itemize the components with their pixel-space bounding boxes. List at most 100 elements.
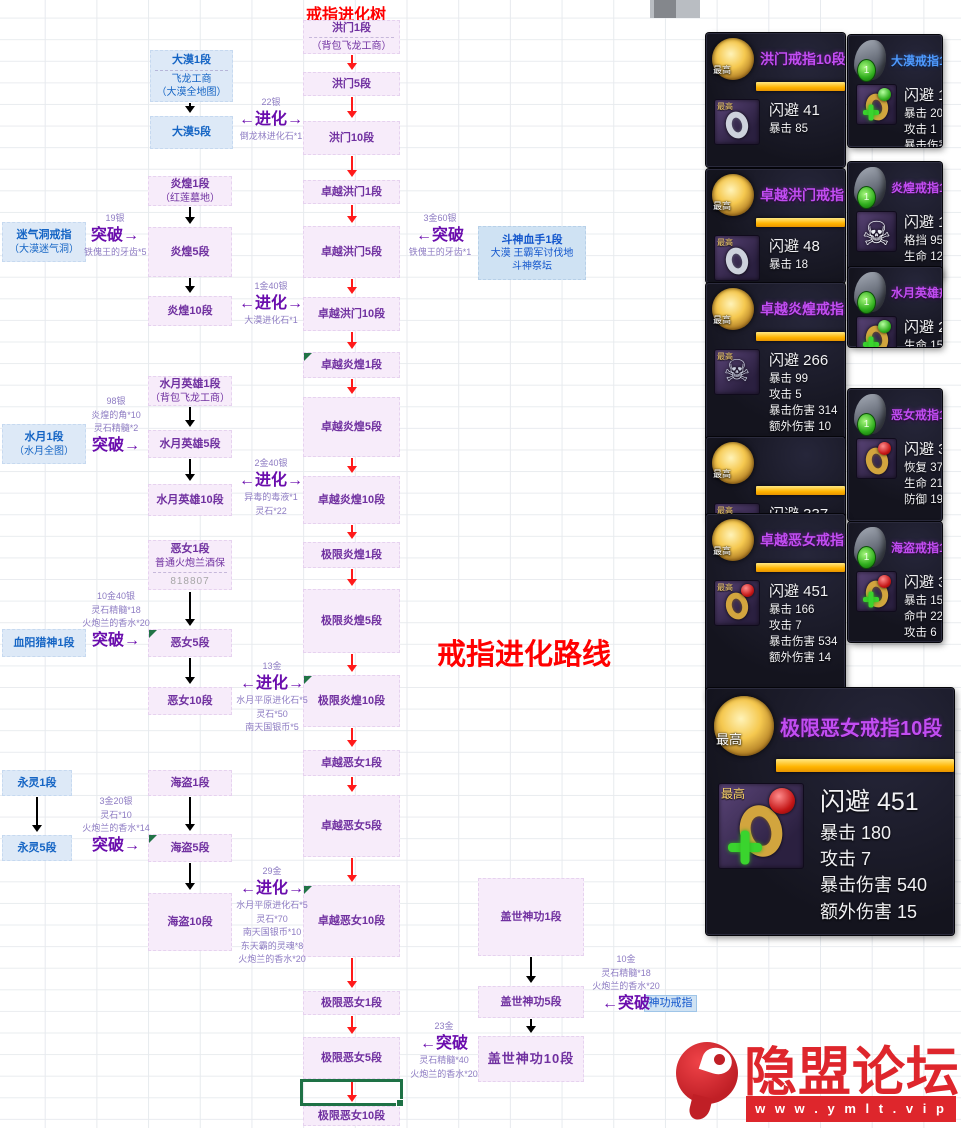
- tooltip-title: 卓越恶女戒指10段: [760, 532, 845, 548]
- quality-bar: [756, 486, 845, 495]
- flow-box-13[interactable]: 水月英雄10段: [148, 484, 232, 516]
- flow-arrow: [346, 728, 358, 748]
- flow-box-29[interactable]: 极限炎煌1段: [303, 542, 400, 568]
- item-tooltip-海盗戒指1段: 1 海盗戒指1段闪避 343暴击 151命中 226攻击 6: [848, 522, 942, 642]
- flow-box-28[interactable]: 卓越炎煌10段: [303, 476, 400, 524]
- flow-box-24[interactable]: 卓越洪门5段: [303, 226, 400, 278]
- silver-ring-icon: 最高: [714, 99, 760, 145]
- flow-arrow: [346, 379, 358, 395]
- flow-box-11[interactable]: 水月英雄1段（背包飞龙工商）: [148, 376, 232, 406]
- flow-arrow: [525, 957, 537, 984]
- flow-box-7[interactable]: 斗神血手1段大漠 王霸军讨伐地斗神祭坛: [478, 226, 586, 280]
- flow-box-2[interactable]: 迷气洞戒指（大漠迷气洞）: [2, 222, 86, 262]
- flow-box-23[interactable]: 卓越洪门1段: [303, 180, 400, 204]
- quality-bar: [776, 759, 954, 772]
- flow-box-18[interactable]: 海盗5段: [148, 834, 232, 862]
- flow-box-6[interactable]: 永灵5段: [2, 835, 72, 861]
- flow-arrow: [31, 797, 43, 833]
- flow-arrow: [346, 332, 358, 350]
- flow-arrow: [346, 525, 358, 540]
- flow-box-38[interactable]: 盖世神功1段: [478, 878, 584, 956]
- flow-box-30[interactable]: 极限炎煌5段: [303, 589, 400, 653]
- flow-arrow: [184, 407, 196, 428]
- tooltip-title: 炎煌戒指1段: [891, 180, 942, 195]
- flow-arrow: [346, 97, 358, 119]
- flow-box-0[interactable]: 大漠1段飞龙工商（大漠全地图）: [150, 50, 233, 102]
- flow-arrow: [184, 459, 196, 482]
- stat-list: 闪避 213生命 157防御 177: [904, 319, 942, 347]
- flow-arrow: [184, 278, 196, 294]
- gold-medallion-icon: 最高: [712, 38, 754, 80]
- flow-box-1[interactable]: 大漠5段: [150, 116, 233, 149]
- tooltip-title: 洪门戒指10段: [760, 51, 845, 67]
- gold-medallion-icon: 最高: [714, 696, 774, 756]
- flow-box-34[interactable]: 卓越恶女10段: [303, 885, 400, 957]
- flow-box-20[interactable]: 洪门1段（背包飞龙工商）: [303, 20, 400, 54]
- flow-box-36[interactable]: 极限恶女5段: [303, 1037, 400, 1079]
- flow-box-27[interactable]: 卓越炎煌5段: [303, 397, 400, 457]
- transition-label-3: 3金60银←突破铁傀王的牙齿*1: [408, 213, 472, 258]
- flow-box-4[interactable]: 血阳猎神1段: [2, 629, 86, 657]
- flow-box-19[interactable]: 海盗10段: [148, 893, 232, 951]
- stat-list: 闪避 343暴击 151命中 226攻击 6: [904, 574, 942, 640]
- flow-box-15[interactable]: 恶女5段: [148, 629, 232, 657]
- flow-arrow: [346, 654, 358, 673]
- active-cell-selection: [300, 1079, 404, 1107]
- flow-box-10[interactable]: 炎煌10段: [148, 296, 232, 326]
- flow-box-16[interactable]: 恶女10段: [148, 687, 232, 715]
- silver-skull-ring-icon: 最高☠: [714, 349, 760, 395]
- quality-bar: [756, 563, 845, 572]
- flow-box-31[interactable]: 极限炎煌10段: [303, 675, 400, 727]
- gold-ring-green-gem-icon: [856, 84, 897, 125]
- gold-medallion-icon: 最高: [712, 288, 754, 330]
- forum-logo-text: 隐盟论坛: [744, 1044, 960, 1102]
- tooltip-title: 卓越洪门戒指10段: [760, 187, 845, 203]
- flow-box-8[interactable]: 炎煌1段（红莲墓地）: [148, 176, 232, 206]
- quality-bar: [756, 82, 845, 91]
- flow-arrow: [346, 55, 358, 71]
- flow-box-26[interactable]: 卓越炎煌1段: [303, 352, 400, 378]
- flow-box-3[interactable]: 水月1段（水月全图）: [2, 424, 86, 464]
- route-title: 戒指进化路线: [437, 639, 612, 671]
- flow-box-25[interactable]: 卓越洪门10段: [303, 297, 400, 331]
- flow-arrow: [184, 658, 196, 685]
- flow-box-9[interactable]: 炎煌5段: [148, 227, 232, 277]
- side-cell-shengong-ring[interactable]: 神功戒指: [644, 995, 697, 1012]
- flow-box-37[interactable]: 极限恶女10段: [303, 1106, 400, 1126]
- tooltip-title: 极限恶女戒指10段: [780, 717, 943, 740]
- flow-arrow: [346, 858, 358, 883]
- dragon-statue-icon: 1: [854, 272, 886, 314]
- flow-arrow: [525, 1019, 537, 1034]
- flow-arrow: [346, 1082, 358, 1103]
- flow-arrow: [184, 207, 196, 225]
- dragon-statue-icon: 1: [854, 527, 886, 569]
- flow-box-35[interactable]: 极限恶女1段: [303, 991, 400, 1015]
- flow-box-39[interactable]: 盖世神功5段: [478, 986, 584, 1018]
- flow-box-32[interactable]: 卓越恶女1段: [303, 750, 400, 776]
- flow-box-17[interactable]: 海盗1段: [148, 770, 232, 796]
- item-tooltip-恶女戒指1段: 1恶女戒指1段闪避 317恢复 376生命 213防御 193: [848, 389, 942, 521]
- flow-box-5[interactable]: 永灵1段: [2, 770, 72, 796]
- dragon-statue-icon: 1: [854, 167, 886, 209]
- flow-arrow: [346, 156, 358, 178]
- flow-arrow: [346, 569, 358, 587]
- page-title: 戒指进化树: [306, 7, 387, 24]
- flow-box-33[interactable]: 卓越恶女5段: [303, 795, 400, 857]
- flow-box-22[interactable]: 洪门10段: [303, 121, 400, 155]
- tooltip-title: 卓越炎煌戒指10段: [760, 301, 845, 317]
- flow-box-21[interactable]: 洪门5段: [303, 72, 400, 96]
- flow-box-40[interactable]: 盖世神功10段: [478, 1036, 584, 1082]
- flow-box-12[interactable]: 水月英雄5段: [148, 430, 232, 458]
- tooltip-title: 海盗戒指1段: [891, 540, 942, 555]
